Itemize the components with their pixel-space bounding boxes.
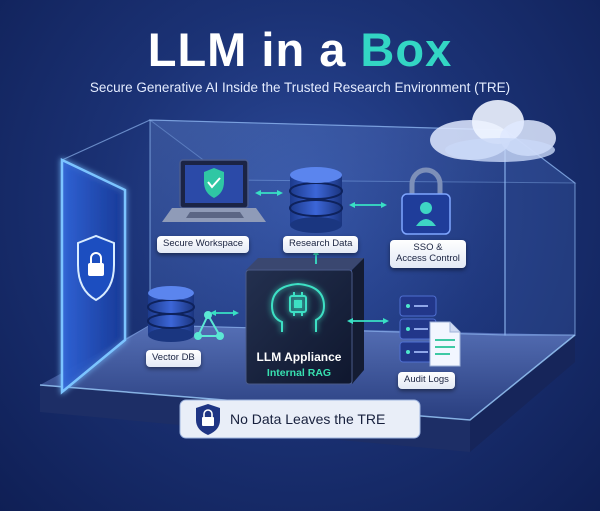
sso-label-line1: SSO & [413, 242, 443, 253]
cloud-icon [430, 100, 556, 162]
server-rack-icon [399, 295, 437, 363]
page-subtitle: Secure Generative AI Inside the Trusted … [89, 80, 511, 95]
security-door [60, 158, 127, 395]
audit-logs-label: Audit Logs [398, 372, 455, 389]
llm-appliance-title: LLM Appliance [256, 350, 342, 364]
brain-chip-icon [270, 282, 326, 332]
bottom-banner [179, 399, 421, 439]
llm-appliance-subtitle: Internal RAG [266, 367, 332, 379]
title-main: LLM in a [147, 23, 361, 76]
padlock-icon [401, 167, 451, 235]
sso-access-label: SSO & Access Control [390, 240, 466, 268]
secure-workspace-label: Secure Workspace [157, 236, 250, 253]
vector-db-icon [147, 286, 195, 342]
vector-db-label: Vector DB [146, 350, 201, 367]
laptop-shield-icon [162, 159, 266, 222]
connector-arrows [210, 190, 389, 324]
llm-appliance-box [245, 258, 364, 385]
document-icon [429, 321, 461, 367]
title-accent: Box [360, 23, 453, 76]
sso-label-line2: Access Control [396, 252, 460, 264]
research-data-label: Research Data [283, 236, 359, 253]
database-icon [289, 167, 343, 233]
page-title: LLM in a Box [0, 22, 600, 77]
no-data-leaves-text: No Data Leaves the TRE [230, 411, 386, 427]
